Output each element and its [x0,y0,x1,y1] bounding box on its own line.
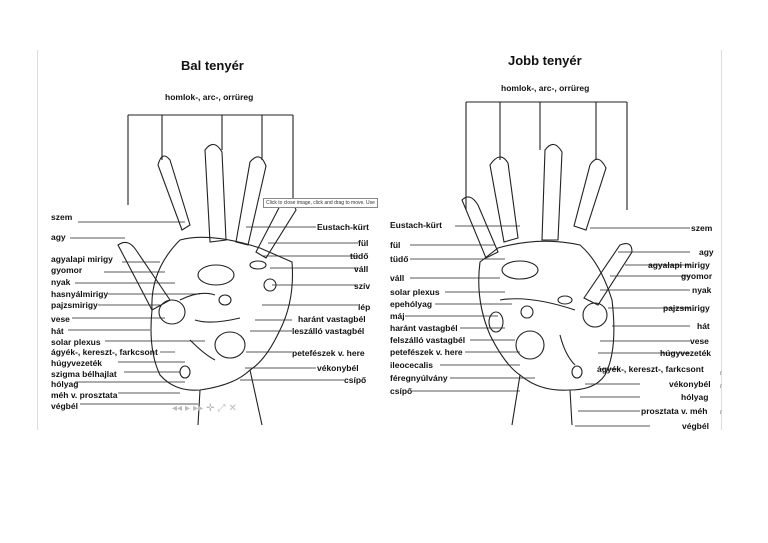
label-petefeszek-right: petefészek v. here [390,347,463,357]
label-szem-left: szem [51,212,73,222]
label-petefeszek-left: petefészek v. here [292,348,365,358]
label-nyak-right: nyak [692,285,712,295]
label-ful-left: fül [358,238,369,248]
label-vall-left: váll [354,264,369,274]
resize-icon[interactable]: ⤢ [217,403,226,414]
label-agyalapi-left: agyalapi mirigy [51,254,113,264]
label-harant-left: haránt vastagbél [298,314,366,324]
label-gyomor-right: gyomor [681,271,713,281]
label-vekonybel-left: vékonybél [317,363,359,373]
label-tudo-right: tüdő [390,254,409,264]
play-icon[interactable]: ▸ [185,403,191,414]
label-vese-left: vese [51,314,70,324]
label-agyek-right: ágyék-, kereszt-, farkcsont [597,364,704,374]
label-fereg-right: féregnyúlvány [390,373,448,383]
label-vegbel-right: végbél [682,421,709,431]
label-tudo-left: tüdő [350,251,369,261]
label-sziv-left: szív [354,281,371,291]
left-hand-outline [117,114,297,426]
label-szigma-left: szigma bélhajlat [51,369,117,379]
left-palm-title: Bal tenyér [181,58,244,73]
label-vegbel-left: végbél [51,401,78,411]
label-eustach-right: Eustach-kürt [390,220,442,230]
label-szem-right: szem [691,223,713,233]
right-palm-title: Jobb tenyér [508,53,582,68]
label-agy-left: agy [51,232,66,242]
label-lep-left: lép [358,302,371,312]
label-holyag-left: hólyag [51,379,79,389]
close-icon[interactable]: ✕ [228,403,237,414]
label-pajzs-left: pajzsmirigy [51,300,98,310]
image-viewer-toolbar: ◂◂ ▸ ▸▸ ✛ ⤢ ✕ [172,403,237,414]
label-gyomor-left: gyomor [51,265,83,275]
label-felszallo-right: felszálló vastagbél [390,335,466,345]
label-maj-right: máj [390,311,405,321]
label-ileo-right: ileocecalis [390,360,434,370]
label-hugy-right: húgyvezeték [660,348,712,358]
label-csipo-left: csípő [344,375,367,385]
label-solar-left: solar plexus [51,337,101,347]
label-eustach-left: Eustach-kürt [317,222,369,232]
label-epe-right: epehólyag [390,299,433,309]
label-hat-right: hát [697,321,710,331]
move-icon[interactable]: ✛ [206,403,215,414]
label-agyek-left: ágyék-, kereszt-, farkcsont [51,347,158,357]
label-csipo-right: csípő [390,386,413,396]
edge-mark: r [720,384,722,390]
label-prosztata-right: prosztata v. méh [641,406,708,416]
forward-icon[interactable]: ▸▸ [193,403,204,414]
edge-mark: r [720,371,722,377]
label-solar-right: solar plexus [390,287,440,297]
label-harant-right: haránt vastagbél [390,323,458,333]
label-leszallo-left: leszálló vastagbél [292,326,365,336]
label-ful-right: fül [390,240,401,250]
label-vese-right: vese [690,336,709,346]
rewind-icon[interactable]: ◂◂ [172,403,183,414]
label-vekonybel-right: vékonybél [669,379,711,389]
label-nyak-left: nyak [51,277,71,287]
right-hand-outline [461,101,633,426]
label-holyag-right: hólyag [681,392,709,402]
label-hugy-left: húgyvezeték [51,358,103,368]
label-meh-left: méh v. prosztata [51,390,118,400]
label-agy-right: agy [699,247,714,257]
label-hasnyal-left: hasnyálmirigy [51,289,109,299]
label-pajzs-right: pajzsmirigy [663,303,710,313]
edge-mark: r [720,410,722,416]
right-header-label: homlok-, arc-, orrüreg [501,83,590,93]
label-hat-left: hát [51,326,64,336]
label-vall-right: váll [390,273,405,283]
image-viewer-tooltip: Click to close image, click and drag to … [263,198,378,208]
image-sheet [37,50,722,430]
left-header-label: homlok-, arc-, orrüreg [165,92,254,102]
label-agyalapi-right: agyalapi mirigy [648,260,710,270]
